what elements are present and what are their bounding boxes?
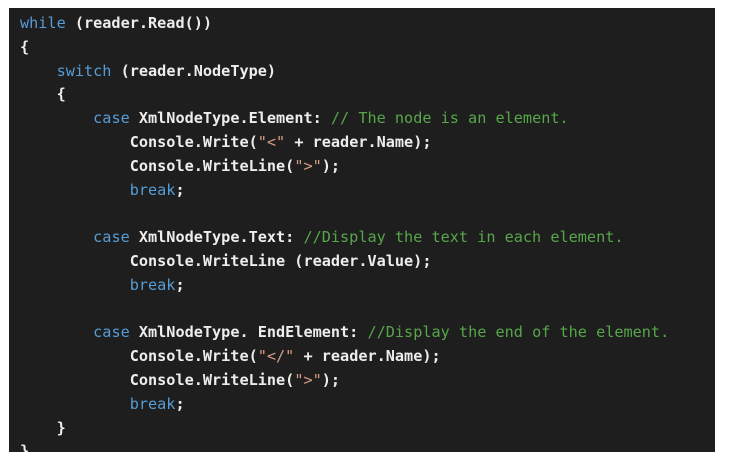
code-line: [20, 298, 669, 322]
string-token: ">": [294, 370, 322, 389]
code-line: case XmlNodeType.Text: //Display the tex…: [20, 226, 669, 250]
code-line: }: [20, 440, 669, 452]
code-text-token: [20, 276, 130, 294]
code-text-token: {: [20, 37, 30, 56]
code-line: break;: [20, 179, 669, 203]
code-line: Console.WriteLine(">");: [20, 155, 669, 179]
code-line: Console.Write("</" + reader.Name);: [20, 345, 669, 369]
code-line: {: [20, 83, 669, 107]
code-text-token: [20, 323, 93, 341]
code-text-token: + reader.Name);: [285, 132, 432, 151]
code-text-token: Console.Write(: [20, 132, 258, 151]
code-text-token: [20, 109, 93, 127]
code-text-token: XmlNodeType.Element:: [129, 109, 331, 128]
comment-token: //Display the text in each element.: [303, 228, 624, 247]
code-line: while (reader.Read()): [20, 12, 669, 36]
code-editor: while (reader.Read()){ switch (reader.No…: [9, 8, 715, 452]
keyword-token: case: [93, 109, 130, 128]
code-text-token: XmlNodeType. EndElement:: [129, 323, 368, 342]
comment-token: // The node is an element.: [330, 109, 569, 128]
code-line: {: [20, 36, 669, 60]
code-text-token: Console.Write(: [20, 347, 258, 366]
code-text-token: (reader.Read()): [65, 14, 213, 32]
keyword-token: switch: [56, 61, 112, 80]
code-text-token: }: [20, 442, 30, 452]
code-text-token: ;: [175, 275, 185, 294]
code-line: case XmlNodeType. EndElement: //Display …: [20, 321, 669, 345]
code-text-token: [20, 228, 93, 246]
code-text-token: {: [20, 85, 66, 104]
code-text-token: + reader.Name);: [294, 347, 441, 366]
code-text-token: [20, 395, 130, 413]
keyword-token: break: [129, 275, 176, 294]
code-line: }: [20, 417, 669, 441]
string-token: "</": [257, 347, 295, 366]
code-line: Console.Write("<" + reader.Name);: [20, 131, 669, 155]
code-text-token: [20, 62, 57, 80]
code-text-token: Console.WriteLine(: [20, 370, 295, 389]
comment-token: //Display the end of the element.: [367, 323, 670, 342]
keyword-token: while: [20, 14, 66, 32]
keyword-token: case: [93, 323, 130, 342]
code-line: break;: [20, 274, 669, 298]
code-line: Console.WriteLine(">");: [20, 369, 669, 393]
code-text-token: }: [20, 418, 66, 437]
code-text-token: Console.WriteLine(: [20, 156, 295, 175]
keyword-token: break: [129, 180, 176, 199]
code-text-token: Console.WriteLine (reader.Value);: [20, 251, 432, 270]
code-line: switch (reader.NodeType): [20, 60, 669, 84]
code-text-token: ;: [175, 394, 185, 413]
keyword-token: break: [129, 394, 176, 413]
keyword-token: case: [93, 228, 130, 247]
string-token: "<": [257, 132, 286, 151]
code-text-token: ;: [175, 180, 185, 199]
code-line: break;: [20, 393, 669, 417]
string-token: ">": [294, 156, 322, 175]
code-text-token: [20, 181, 130, 199]
code-text-token: );: [321, 156, 341, 175]
code-line: Console.WriteLine (reader.Value);: [20, 250, 669, 274]
code-line: [20, 202, 669, 226]
code-block: while (reader.Read()){ switch (reader.No…: [20, 12, 669, 452]
code-text-token: );: [321, 370, 341, 389]
code-text-token: XmlNodeType.Text:: [129, 228, 304, 247]
code-line: case XmlNodeType.Element: // The node is…: [20, 107, 669, 131]
code-text-token: (reader.NodeType): [111, 61, 277, 80]
